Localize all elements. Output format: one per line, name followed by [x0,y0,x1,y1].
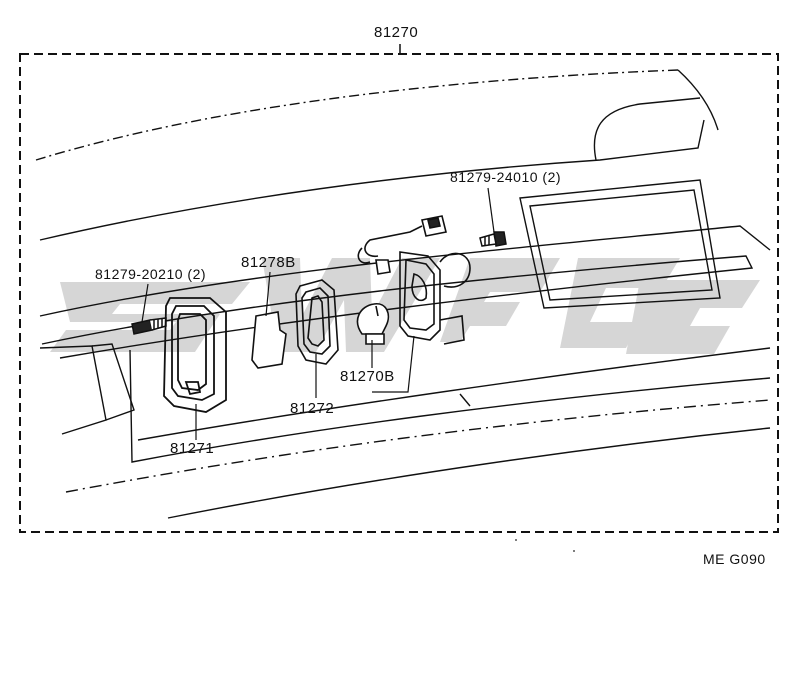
part-label-socket: 81270B [340,368,395,385]
diagram-code-label: ME G090 [703,551,766,567]
screw-right-graphic [479,231,507,247]
stray-dot [515,539,517,541]
part-label-cover: 81278B [241,254,296,271]
bulb-graphic [356,303,390,345]
part-label-screw-left: 81279-20210 (2) [95,266,207,282]
cover-graphic [251,311,287,369]
part-label-screw-right: 81279-24010 (2) [450,169,562,185]
vehicle-body-outline [35,69,771,519]
assembly-frame [19,53,779,533]
gasket-graphic [295,279,339,365]
socket-graphic [357,215,471,345]
part-label-gasket: 81272 [290,400,335,417]
stray-dot [573,550,575,552]
leader-lines [141,187,495,440]
watermark-graphic [50,258,760,354]
screw-left-graphic [131,317,167,335]
assembly-part-label: 81270 [374,24,419,41]
part-label-lens: 81271 [170,440,215,457]
lens-graphic [163,297,227,413]
